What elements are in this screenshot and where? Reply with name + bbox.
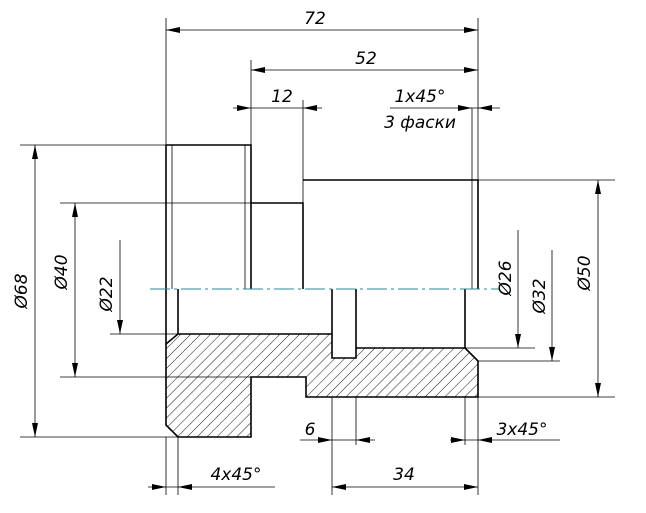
dim-inner-groove-diameter: Ø32: [530, 278, 550, 314]
dimension-lines: [32, 27, 601, 490]
dim-chamfer-right: 3x45°: [496, 420, 547, 440]
extension-lines: [20, 18, 615, 495]
dim-outer-flange-diameter: Ø68: [12, 273, 32, 309]
dim-shaft-diameter: Ø50: [575, 255, 595, 291]
dim-bore-right-diameter: Ø26: [496, 260, 516, 296]
dim-chamfer-left: 4x45°: [210, 465, 261, 485]
dim-groove-diameter: Ø40: [52, 254, 72, 290]
dim-inner-groove-width: 6: [305, 420, 316, 440]
chamfer-edges-upper: [171, 145, 473, 289]
dim-chamfer-note-line2: 3 фаски: [384, 113, 456, 133]
dim-bore-length: 34: [393, 465, 415, 485]
section-hatching: [166, 334, 478, 437]
dim-overall-length: 72: [304, 9, 326, 29]
dim-chamfer-note-line1: 1x45°: [394, 87, 445, 107]
dim-groove-length: 12: [271, 87, 293, 107]
dim-bore-left-diameter: Ø22: [97, 276, 117, 312]
dim-step-length: 52: [355, 49, 377, 69]
